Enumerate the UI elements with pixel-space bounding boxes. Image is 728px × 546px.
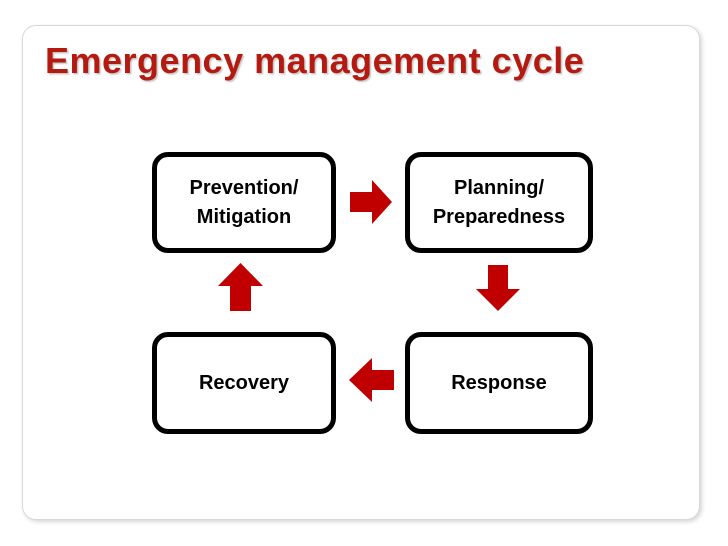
arrow-right-icon xyxy=(350,180,392,224)
arrow-left-icon xyxy=(349,358,394,402)
node-response-line-1: Response xyxy=(451,371,547,394)
node-prevention-line-1: Prevention/ xyxy=(189,176,299,199)
node-recovery-line-1: Recovery xyxy=(198,371,290,394)
node-planning-line-2: Preparedness xyxy=(432,205,566,228)
slide-frame xyxy=(22,25,700,520)
node-planning-line-1: Planning/ xyxy=(454,176,544,199)
arrow-down-icon xyxy=(476,265,520,311)
node-prevention-line-2: Mitigation xyxy=(196,205,292,228)
node-recovery[interactable]: Recovery xyxy=(152,332,336,434)
page-title: Emergency management cycle xyxy=(45,40,585,81)
node-prevention-mitigation[interactable]: Prevention/ Mitigation xyxy=(152,152,336,253)
node-planning-preparedness[interactable]: Planning/ Preparedness xyxy=(405,152,593,253)
arrow-up-icon xyxy=(218,263,263,311)
node-response[interactable]: Response xyxy=(405,332,593,434)
